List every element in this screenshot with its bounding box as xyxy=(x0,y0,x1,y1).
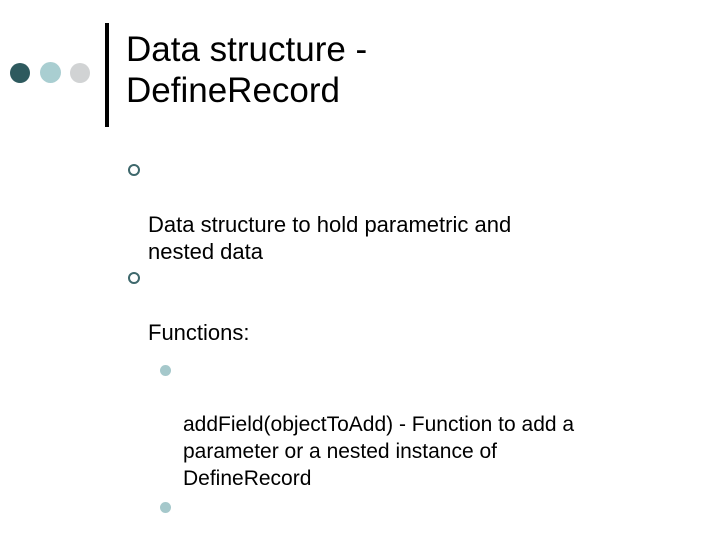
list-item-text: Functions: xyxy=(148,320,250,345)
list-item: Functions: xyxy=(128,265,648,346)
bullet-ring-icon xyxy=(128,272,140,284)
decorative-circle-teal-icon xyxy=(40,62,61,83)
title-divider-rule xyxy=(105,23,109,127)
list-item-text: Data structure to hold parametric and ne… xyxy=(148,212,512,264)
slide-body: Data structure to hold parametric and ne… xyxy=(128,157,688,540)
bullet-ring-icon xyxy=(128,164,140,176)
decorative-circle-dark-icon xyxy=(10,63,30,83)
bullet-dot-icon xyxy=(160,365,171,376)
sub-list: addField(objectToAdd) - Function to add … xyxy=(160,357,688,540)
sub-list-item-text: addField(objectToAdd) - Function to add … xyxy=(183,413,575,490)
decorative-circle-gray-icon xyxy=(70,63,90,83)
page-title: Data structure - DefineRecord xyxy=(126,30,368,110)
sub-list-item: toString() - Function to export a record… xyxy=(160,494,683,540)
bullet-dot-icon xyxy=(160,502,171,513)
list-item: Data structure to hold parametric and ne… xyxy=(128,157,648,265)
sub-list-item: addField(objectToAdd) - Function to add … xyxy=(160,357,683,492)
